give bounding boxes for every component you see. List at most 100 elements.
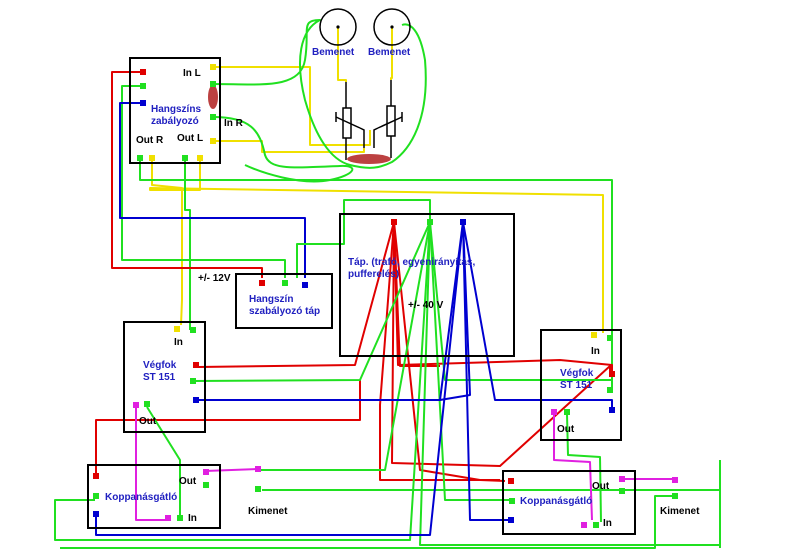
amp-left-out-gnd-pin xyxy=(144,401,150,407)
amp-left-box xyxy=(123,321,206,433)
pins-layer xyxy=(93,64,678,528)
wire-tone-pos xyxy=(111,71,263,278)
psu-box xyxy=(339,213,515,357)
wire-psu-gnd-a xyxy=(192,221,431,382)
tone-gnd-pin xyxy=(140,83,146,89)
protect-right-out-spk-pin xyxy=(619,476,625,482)
tone-out-l-label: Out L xyxy=(177,133,203,144)
amp-right-gnd-pin xyxy=(607,387,613,393)
wire-amp-left-out-spk xyxy=(135,407,168,521)
wire-out-l-to-amp-right xyxy=(149,158,604,333)
wire-amp-right-out-gnd xyxy=(566,413,602,523)
protect-right-in-gnd-pin xyxy=(593,522,599,528)
wire-out-r-to-amp-left xyxy=(151,158,183,326)
wire-psu-neg-b xyxy=(95,221,464,536)
kimenet-left-spk-pin xyxy=(255,466,261,472)
wire-psu-gnd-b xyxy=(54,221,431,541)
amp-left-name-2: ST 151 xyxy=(143,372,176,383)
protect-left-gnd-pin xyxy=(93,493,99,499)
wires-layer xyxy=(54,19,721,549)
protect-right-out-gnd-pin xyxy=(619,488,625,494)
wire-out-l-signal xyxy=(213,140,365,153)
protect-left-name: Koppanásgátló xyxy=(105,492,177,503)
input-jack-left xyxy=(319,8,357,46)
protect-left-pos-pin xyxy=(93,473,99,479)
amp-right-name: Végfok xyxy=(560,368,594,379)
amp-left-in-gnd-pin xyxy=(190,327,196,333)
psu-pos-pin xyxy=(391,219,397,225)
wire-protect-right-out xyxy=(60,495,676,549)
wire-protect-left-spk-out xyxy=(204,468,259,472)
tone-gnd-l-pin xyxy=(210,81,216,87)
tone-in-r-pin xyxy=(210,114,216,120)
psu-voltage: +/- 40 V xyxy=(408,300,444,311)
tone-psu-name-2: szabályozó táp xyxy=(249,306,320,317)
potentiometer-right-icon xyxy=(373,80,403,158)
wire-psu-gnd-f xyxy=(260,221,431,471)
tone-out-l-sig-pin xyxy=(197,155,203,161)
protect-left-out-gnd-pin xyxy=(203,482,209,488)
input-jack-right xyxy=(373,8,411,46)
protect-left-out-spk-pin xyxy=(203,469,209,475)
protect-left-in-spk-pin xyxy=(165,515,171,521)
tone-out-r-gnd-pin xyxy=(137,155,143,161)
protect-left-output-label: Kimenet xyxy=(248,506,288,517)
wire-tone-ground-loop xyxy=(212,19,427,169)
amp-left-out-label: Out xyxy=(139,416,157,427)
kimenet-left-gnd-pin xyxy=(255,486,261,492)
amp-left-pos-pin xyxy=(193,362,199,368)
protect-right-gnd-pin xyxy=(509,498,515,504)
amp-right-in-sig-pin xyxy=(591,332,597,338)
amp-right-name-2: ST 151 xyxy=(560,380,593,391)
wire-tone-gnd xyxy=(121,85,286,278)
amp-left-gnd-pin xyxy=(190,378,196,384)
tone-control-name-2: zabályozó xyxy=(151,116,199,127)
wire-psu-to-tone-psu xyxy=(296,199,431,278)
wire-in-right-jack xyxy=(390,27,393,80)
amp-right-in-gnd-pin xyxy=(607,335,613,341)
protect-left-box xyxy=(87,464,221,529)
wire-in-l-signal xyxy=(213,66,371,146)
potentiometer-left-icon xyxy=(335,82,365,160)
amp-left-in-label: In xyxy=(174,337,183,348)
tone-control-box xyxy=(129,57,221,164)
protect-left-neg-pin xyxy=(93,511,99,517)
wire-psu-neg-c xyxy=(462,221,510,521)
protect-right-box xyxy=(502,470,636,535)
amp-left-in-sig-pin xyxy=(174,326,180,332)
amp-right-pos-pin xyxy=(609,371,615,377)
input-right-label: Bemenet xyxy=(368,47,411,58)
wire-amp-left-out-gnd xyxy=(146,406,181,518)
wire-amp-right-out-spk xyxy=(553,414,593,521)
tone-psu-box xyxy=(235,273,333,329)
wire-out-l-ground xyxy=(184,158,191,330)
wire-psu-pos-a xyxy=(197,221,395,368)
tone-in-l-label: In L xyxy=(183,68,201,79)
wire-psu-neg-e xyxy=(439,221,471,401)
smudge-mark xyxy=(208,85,218,109)
amp-right-neg-pin xyxy=(609,407,615,413)
wire-tone-neg xyxy=(119,102,306,278)
psu-name-2: pufferelés) xyxy=(348,269,399,280)
protect-left-in-label: In xyxy=(188,513,197,524)
amp-left-name: Végfok xyxy=(143,360,177,371)
wire-psu-gnd-d xyxy=(429,221,613,390)
tone-psu-voltage: +/- 12V xyxy=(198,273,231,284)
kimenet-right-gnd-pin xyxy=(672,493,678,499)
amp-right-out-gnd-pin xyxy=(564,409,570,415)
protect-right-neg-pin xyxy=(508,517,514,523)
wire-psu-pos-c xyxy=(391,221,611,467)
amp-right-box xyxy=(540,329,622,441)
amp-left-out-spk-pin xyxy=(133,402,139,408)
tone-out-r-sig-pin xyxy=(149,155,155,161)
psu-neg-pin xyxy=(460,219,466,225)
protect-left-in-gnd-pin xyxy=(177,515,183,521)
psu-name: Táp. (trafó, egyenirányítás, xyxy=(348,257,475,268)
amp-right-in-label: In xyxy=(591,346,600,357)
tone-out-l-gnd-pin xyxy=(182,155,188,161)
tone-neg-pin xyxy=(140,100,146,106)
tone-in-l-pin xyxy=(210,64,216,70)
tone-psu-gnd-pin xyxy=(282,280,288,286)
tone-pos-pin xyxy=(140,69,146,75)
